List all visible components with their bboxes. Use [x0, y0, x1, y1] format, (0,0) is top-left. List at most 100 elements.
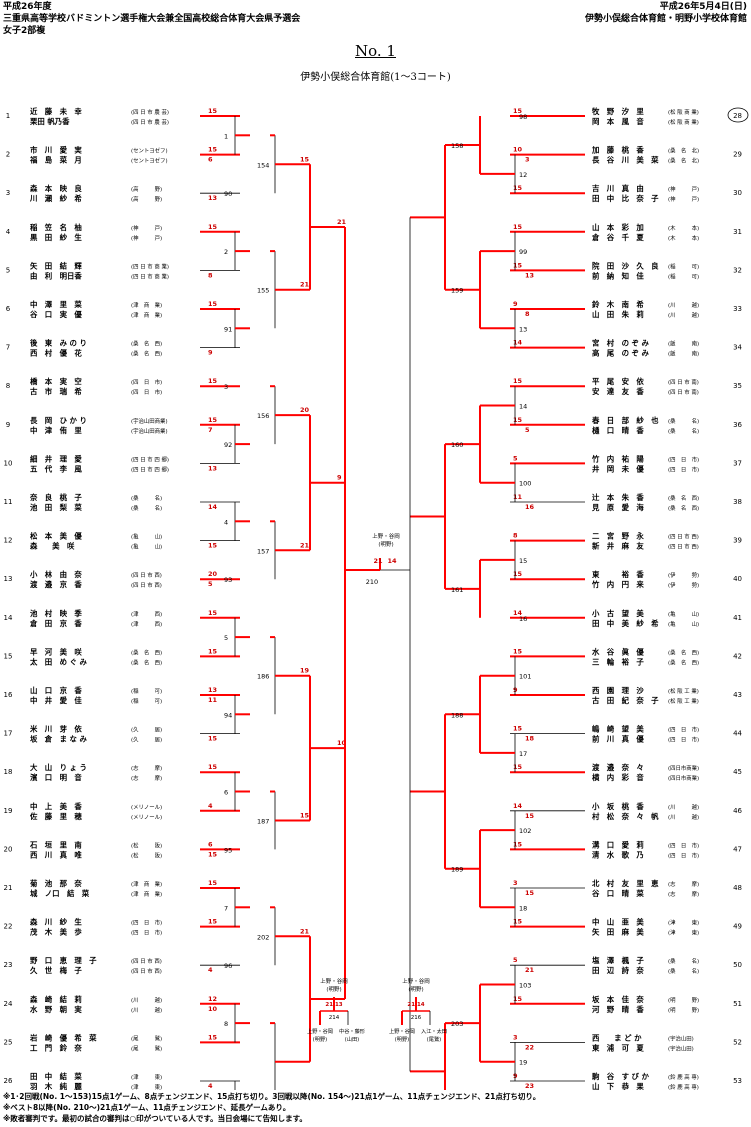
- school-name: (四 日 市): [131, 919, 162, 927]
- score: 15: [208, 416, 218, 424]
- player-name: 米 川 芽 依: [29, 725, 82, 734]
- page-title: No. 1: [0, 42, 751, 60]
- score: 14: [513, 802, 523, 810]
- score: 15: [513, 570, 523, 578]
- score: 13: [208, 686, 217, 694]
- header-venues: 伊勢小俣総合体育館・明野小学校体育館: [584, 14, 747, 24]
- school-name: (桑 名): [668, 967, 699, 975]
- score: 8: [208, 271, 213, 279]
- entry-number: 16: [4, 691, 13, 699]
- score: 15: [513, 763, 523, 771]
- entry-number: 2: [6, 151, 10, 159]
- entry-number: 39: [733, 537, 742, 545]
- entry-number: 48: [733, 884, 742, 892]
- score: 19: [300, 667, 310, 675]
- school-name: (川 越): [668, 301, 699, 309]
- player-name: 栗田 帆乃香: [30, 117, 70, 126]
- player-name: 高 尾 の ぞ み: [592, 349, 649, 358]
- player-name: 竹 内 祐 陽: [591, 454, 644, 463]
- school-name: (四 日 市 西): [668, 543, 699, 551]
- player-name: 谷 口 実 優: [30, 310, 82, 319]
- entry-number: 38: [733, 498, 742, 506]
- player-name: 長 岡 ひ か り: [30, 416, 87, 425]
- player-name: 新 井 麻 友: [592, 542, 644, 551]
- player-name: 前 川 真 優: [592, 735, 644, 744]
- score: 12: [208, 995, 217, 1003]
- score: 10: [337, 739, 347, 747]
- mini-winner-school: (明野): [326, 985, 341, 993]
- score: 15: [525, 889, 535, 897]
- player-name: 古 市 瑞 希: [30, 387, 82, 396]
- player-name: 吉 川 真 由: [592, 184, 644, 193]
- entry-number: 51: [733, 1000, 742, 1008]
- school-name: (津 東): [668, 929, 699, 937]
- school-name: (稲 可): [131, 697, 162, 705]
- match-number: 1: [224, 132, 228, 140]
- player-name: 黒 田 紗 生: [30, 233, 82, 242]
- school-name: (志 摩): [131, 764, 162, 772]
- score: 21: [300, 281, 310, 289]
- school-name: (四 日 市 商 業): [131, 272, 169, 280]
- score: 14: [208, 503, 218, 511]
- school-name: (桑 名 西): [668, 658, 699, 666]
- match-number: 102: [519, 827, 531, 835]
- mini-team-b-school: (山田): [345, 1035, 359, 1043]
- entry-number: 26: [4, 1077, 13, 1085]
- match-number: 95: [224, 846, 232, 854]
- school-name: (セントヨゼフ): [131, 147, 168, 155]
- school-name: (四 日 市 西): [668, 533, 699, 541]
- player-name: 田 辺 詩 奈: [592, 966, 644, 975]
- school-name: (松 阪 商 業): [668, 108, 699, 116]
- school-name: (松 阪 商 業): [668, 118, 699, 126]
- player-name: 山 本 彩 加: [592, 223, 644, 232]
- match-number: 189: [451, 866, 463, 874]
- school-name: (亀 山): [668, 620, 699, 628]
- entry-number: 37: [733, 459, 742, 467]
- school-name: (津 商 業): [131, 890, 162, 898]
- school-name: (四 日 市): [668, 455, 699, 463]
- match-number: 4: [224, 518, 228, 526]
- player-name: 小 坂 桃 香: [591, 802, 644, 811]
- match-number: 17: [519, 750, 527, 758]
- score: 14: [387, 557, 397, 565]
- player-name: 河 野 晴 香: [592, 1005, 644, 1014]
- match-number: 214: [329, 1015, 340, 1021]
- school-name: (津 商 業): [131, 880, 162, 888]
- entry-number: 3: [6, 189, 10, 197]
- player-name: 中 津 侑 里: [30, 426, 82, 435]
- school-name: (桑 名): [668, 417, 699, 425]
- score: 15: [513, 416, 523, 424]
- school-name: (宇治山田): [668, 1044, 694, 1052]
- player-name: 井 岡 未 優: [592, 464, 644, 473]
- entry-number: 45: [733, 768, 742, 776]
- entry-number: 19: [4, 807, 13, 815]
- score: 15: [513, 995, 523, 1003]
- school-name: (津 東): [131, 1083, 162, 1090]
- entry-number: 5: [6, 266, 10, 274]
- school-name: (尾 鷲): [131, 1044, 162, 1052]
- match-number: 8: [224, 1020, 228, 1028]
- player-name: 北 村 友 里 恵: [592, 879, 659, 888]
- school-name: (伊 勢): [668, 581, 699, 589]
- entry-number: 25: [4, 1038, 13, 1046]
- school-name: (鈴 鹿 高 専): [668, 1083, 699, 1090]
- school-name: (宇治山田): [668, 1034, 694, 1042]
- entry-number: 50: [733, 961, 742, 969]
- player-name: 水 谷 眞 優: [592, 647, 644, 656]
- school-name: (川 越): [668, 803, 699, 811]
- player-name: 清 水 歌 乃: [592, 850, 644, 859]
- seed-circle: [727, 107, 749, 123]
- player-name: 渡 邉 京 香: [30, 580, 82, 589]
- player-name: 渡 邉 奈 々: [592, 763, 644, 772]
- mini-team-a-school: (明野): [313, 1035, 327, 1043]
- school-name: (川 越): [131, 996, 162, 1004]
- school-name: (松 阪): [131, 851, 162, 859]
- school-name: (尾 鷲): [131, 1034, 162, 1042]
- entry-number: 7: [6, 344, 10, 352]
- score: 9: [513, 1072, 518, 1080]
- score: 13: [208, 194, 217, 202]
- school-name: (四 日 市 四 郷): [131, 455, 169, 463]
- player-name: 山 口 京 香: [30, 686, 82, 695]
- player-name: 岩 崎 優 希 菜: [29, 1033, 97, 1042]
- header-event: 三重県高等学校バドミントン選手権大会兼全国高校総合体育大会県予選会: [3, 14, 301, 24]
